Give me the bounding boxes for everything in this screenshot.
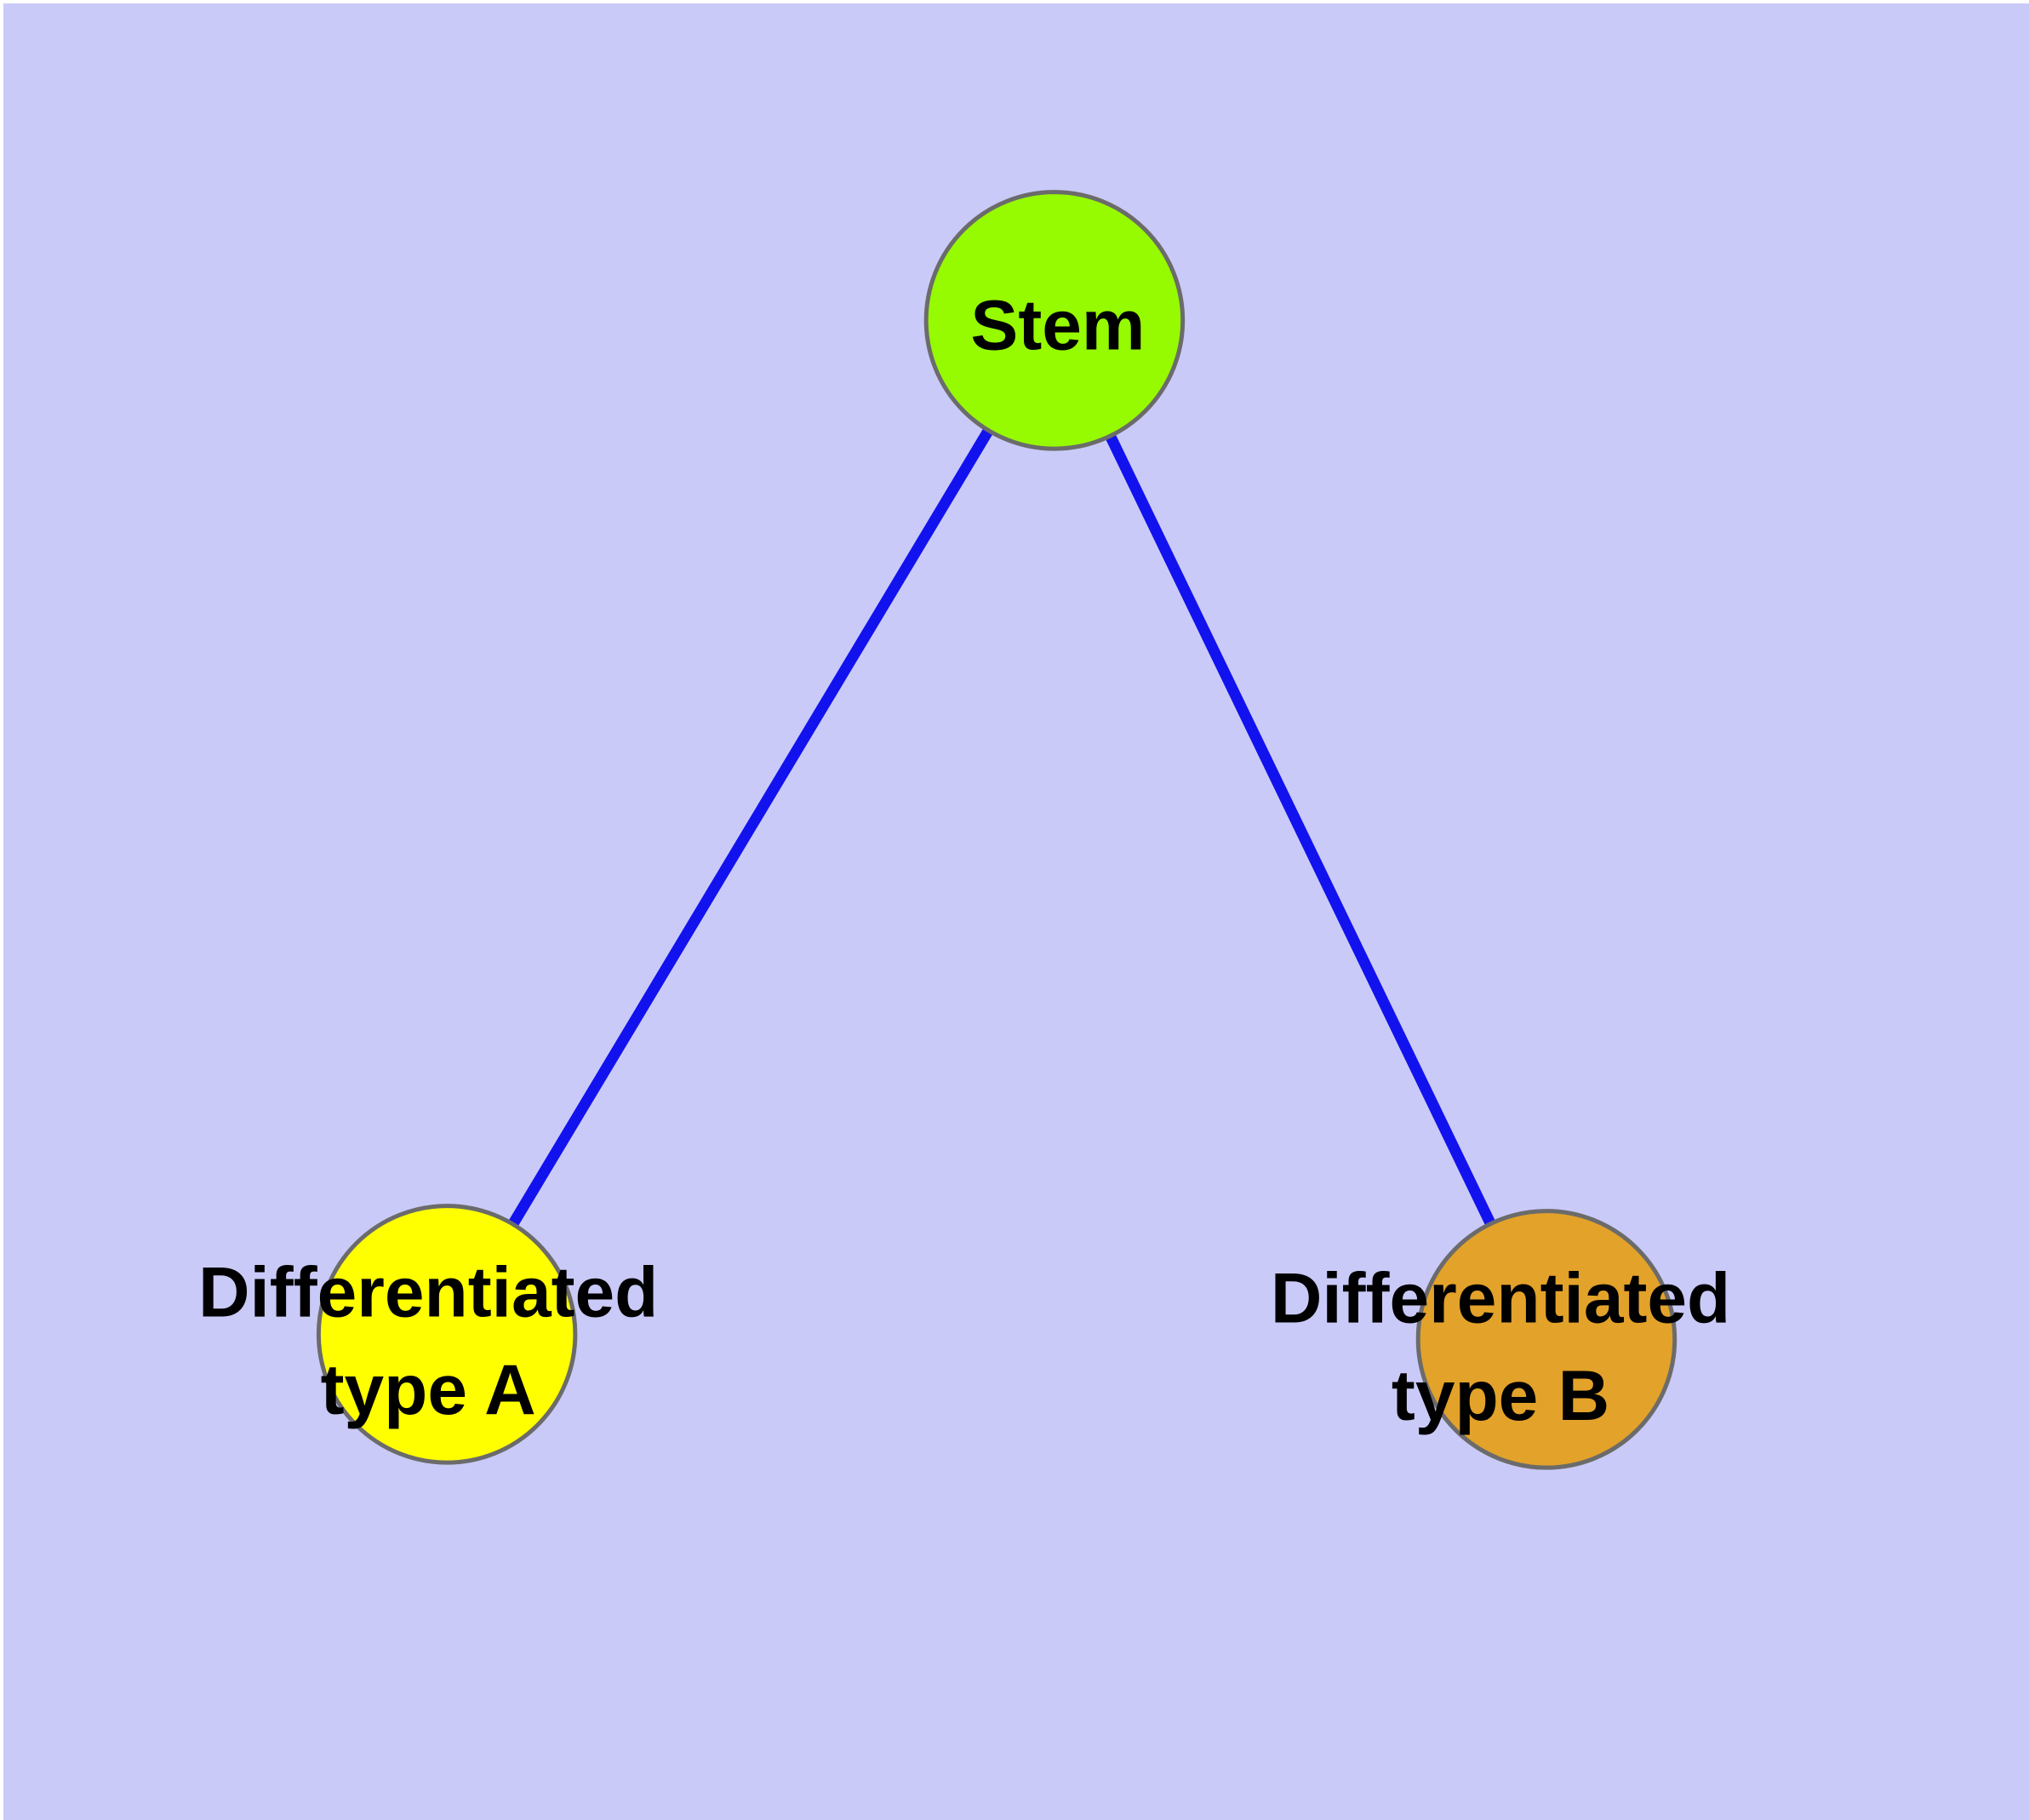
node-label-differentiated-type-b-line-2: type B: [1392, 1355, 1609, 1435]
node-circle-differentiated-type-b: [1415, 1209, 1677, 1470]
node-circle-differentiated-type-a: [316, 1204, 578, 1465]
node-circle-stem: [923, 190, 1186, 451]
node-label-differentiated-type-a-line-1: Differentiated: [198, 1251, 658, 1331]
node-label-stem-line-1: Stem: [970, 284, 1145, 364]
edge-stem-to-differentiated-type-a: [442, 318, 1060, 1337]
node-label-differentiated-type-a-line-2: type A: [321, 1349, 536, 1429]
node-label-differentiated-type-b-line-1: Differentiated: [1271, 1257, 1730, 1337]
edge-stem-to-differentiated-type-b: [1049, 318, 1552, 1342]
